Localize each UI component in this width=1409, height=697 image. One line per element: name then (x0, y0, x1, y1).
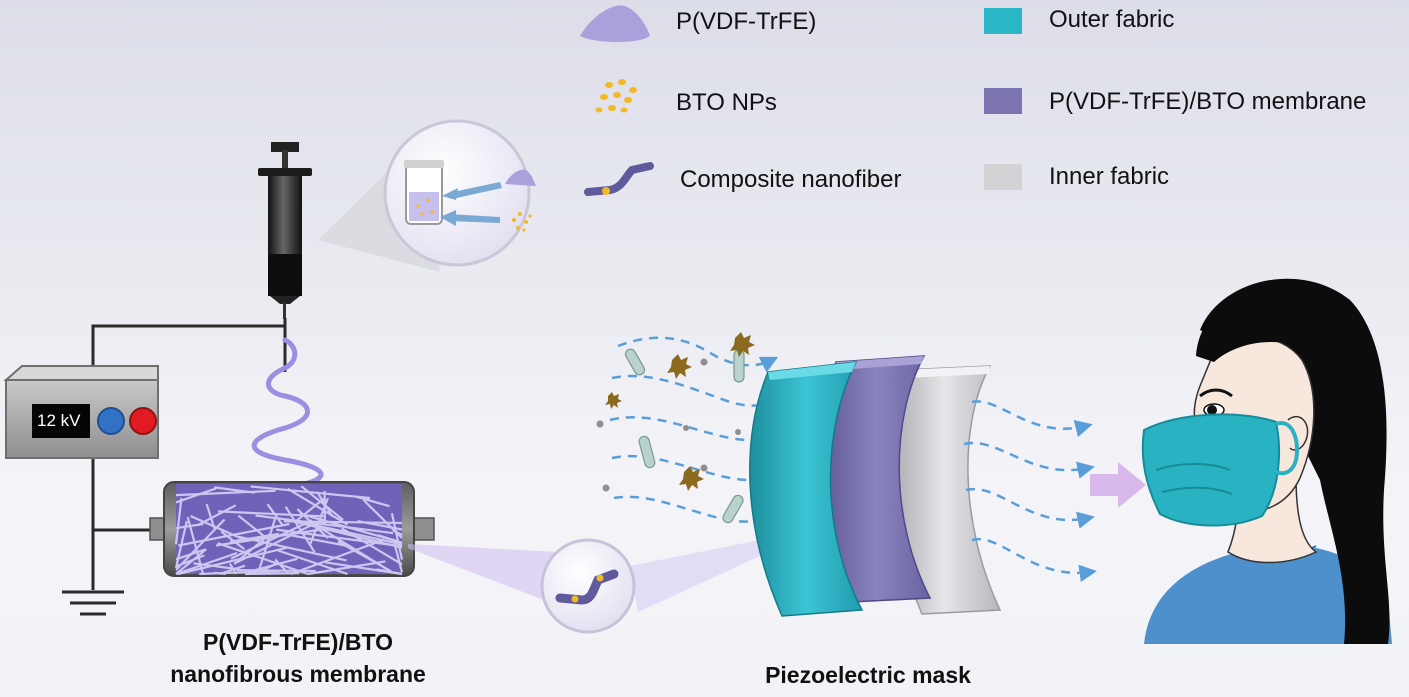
fiber-strand (392, 538, 404, 573)
power-supply-icon (3, 365, 159, 459)
fiber-strand (266, 503, 284, 526)
fiber-strand (277, 549, 348, 576)
legend-bto-label: BTO NPs (676, 89, 777, 116)
fiber-strand (175, 487, 217, 504)
pvdf-powder-icon (580, 5, 650, 43)
mask-icon (1141, 413, 1299, 527)
fiber-strand (284, 506, 316, 553)
fiber-strand (290, 538, 385, 576)
flow-arrow-icon (1090, 462, 1146, 508)
legend-nanofiber-label: Composite nanofiber (680, 166, 902, 193)
fiber-strand (199, 569, 280, 576)
fiber-strand (287, 487, 349, 526)
fiber-strand (186, 516, 205, 575)
fiber-strand (357, 520, 403, 531)
outer-fabric-layer (749, 361, 864, 617)
fiber-strand (245, 572, 300, 576)
inner-fabric-swatch (984, 164, 1022, 190)
magnifier-icon (383, 119, 536, 267)
membrane-swatch (984, 88, 1022, 114)
mask-caption: Piezoelectric mask (765, 662, 971, 688)
pollutant-particles (596, 332, 780, 524)
fiber-strand (177, 546, 289, 576)
fiber-strand (340, 527, 403, 566)
fiber-strand (175, 489, 276, 497)
fiber-strand (307, 560, 386, 576)
fiber-strand (247, 557, 298, 574)
legend-membrane-label: P(VDF-TrFE)/BTO membrane (1049, 88, 1367, 115)
fiber-strand (177, 522, 290, 547)
bto-nps-icon (595, 79, 637, 113)
fiber-magnifier-icon (540, 538, 636, 634)
fiber-strand (337, 540, 392, 573)
electrospinning-jet (251, 337, 324, 491)
fiber-strand (218, 510, 324, 518)
zoom-beam-right (630, 540, 760, 612)
fiber-strand (217, 542, 309, 576)
membrane-caption-line1: P(VDF-TrFE)/BTO (203, 629, 393, 655)
legend-pvdf-label: P(VDF-TrFE) (676, 8, 817, 35)
fiber-strand (308, 522, 403, 546)
fiber-strand (250, 485, 371, 500)
fiber-strand (233, 518, 324, 565)
membrane-caption-line2: nanofibrous membrane (170, 661, 426, 687)
fiber-strand (174, 497, 183, 545)
fiber-strand (316, 491, 334, 518)
outer-fabric-swatch (984, 8, 1022, 34)
collector-drum-icon (149, 481, 435, 577)
fiber-strand (229, 532, 280, 543)
fiber-strand (390, 512, 404, 560)
fiber-strand (238, 535, 347, 562)
fiber-strand (293, 497, 326, 524)
fiber-strand (283, 520, 403, 525)
fiber-strand (362, 499, 403, 539)
fiber-strand (190, 514, 246, 542)
voltage-display: 12 kV (37, 411, 81, 430)
ground-icon (62, 590, 124, 616)
fiber-strand (219, 564, 246, 576)
legend-outer-fabric-label: Outer fabric (1049, 6, 1175, 33)
fiber-strand (205, 503, 216, 530)
syringe-icon (258, 142, 312, 319)
fiber-strand (376, 568, 403, 576)
fiber-strand (286, 533, 350, 548)
fiber-strand (175, 551, 238, 576)
fiber-strand (175, 548, 207, 575)
fiber-strand (295, 520, 403, 549)
fiber-strand (175, 548, 206, 561)
nanofiber-icon (584, 162, 654, 196)
circuit-wires (91, 318, 287, 590)
airflow-outlet (963, 400, 1097, 583)
fiber-strand (296, 508, 329, 539)
legend-inner-fabric-label: Inner fabric (1049, 163, 1170, 190)
fiber-strand (237, 514, 270, 541)
fiber-strand (377, 534, 403, 544)
